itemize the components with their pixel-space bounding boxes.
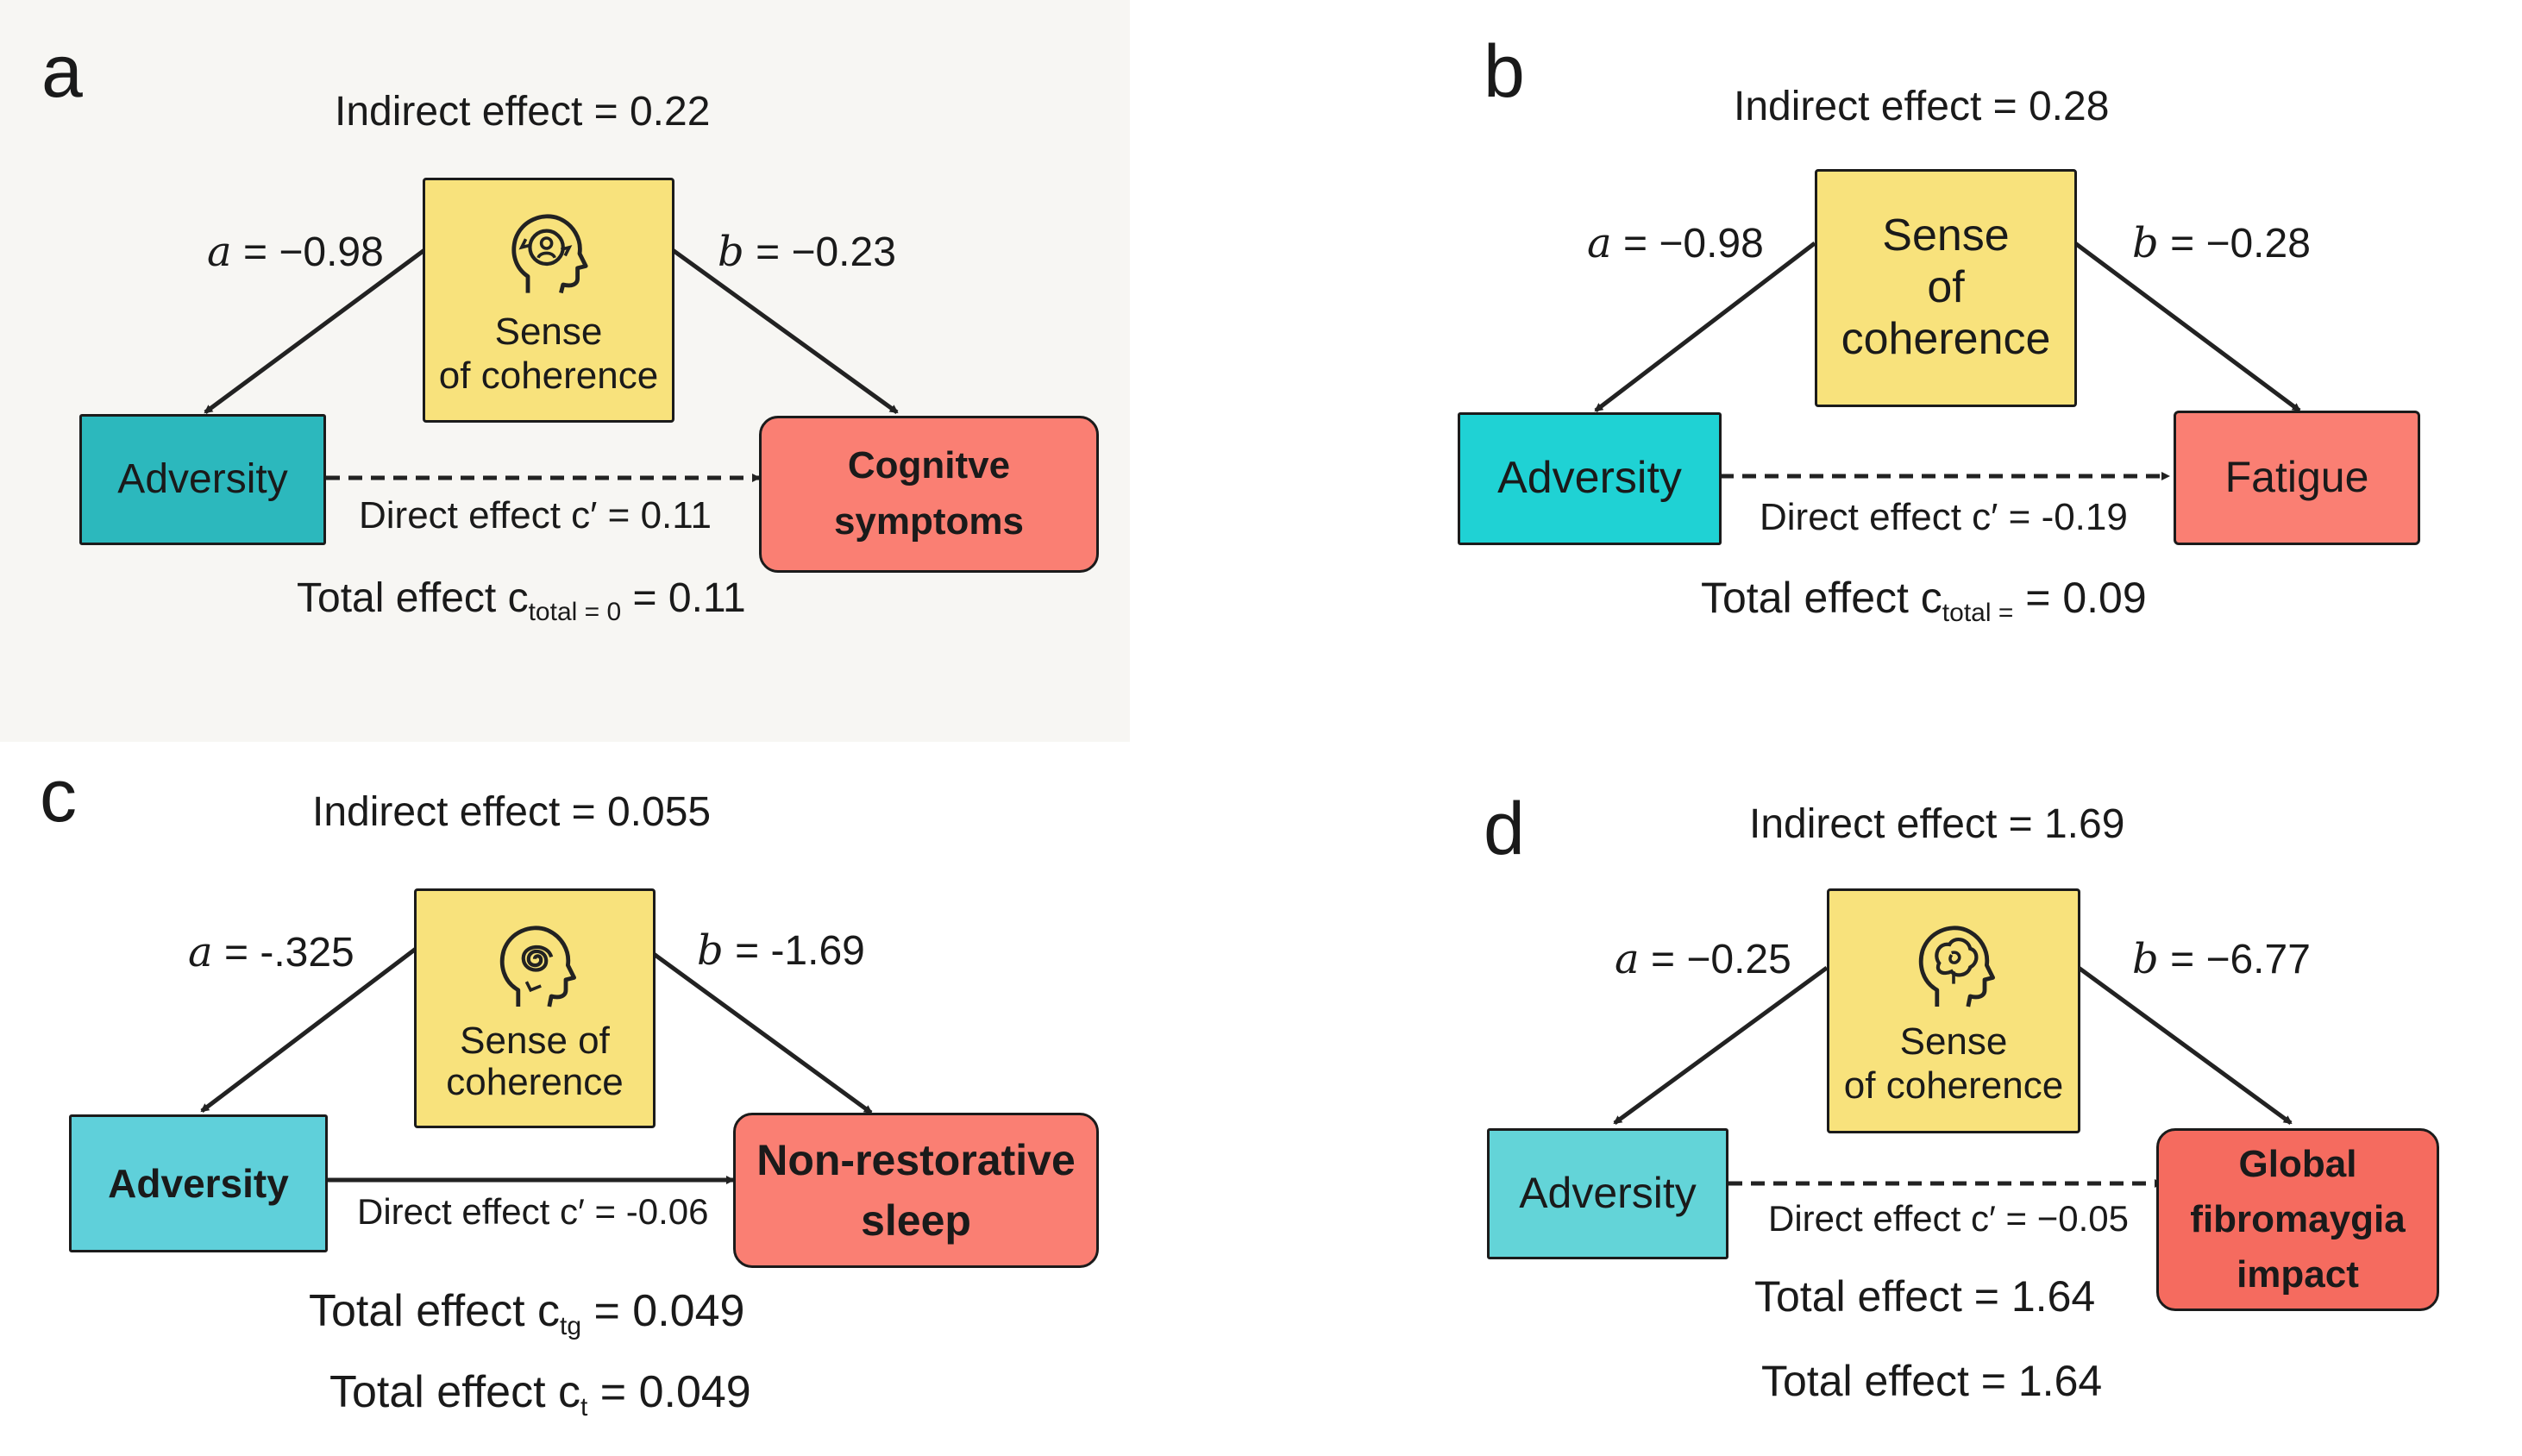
path-a-label: a = −0.25 xyxy=(1615,935,1791,983)
indirect-effect-label: Indirect effect = 1.69 xyxy=(1749,801,2125,847)
outcome-line-1: Cognitve xyxy=(847,444,1011,487)
path-a-arrow xyxy=(1613,965,1829,1126)
path-a-arrow xyxy=(204,248,426,415)
path-b-label: b = −0.28 xyxy=(2132,219,2311,267)
head-brain-icon xyxy=(1918,926,1995,1007)
panel-a-arrows xyxy=(204,248,899,482)
direct-effect-label: Direct effect c′ = 0.11 xyxy=(359,494,712,537)
path-b-label: b = -1.69 xyxy=(697,926,865,975)
path-a-label: a = −0.98 xyxy=(1587,219,1764,267)
mediator-node: Sense of coherence xyxy=(1827,888,2080,1133)
total-effect-label: Total effect ctotal = = 0.09 xyxy=(1701,574,2147,627)
path-b-arrow xyxy=(2077,965,2293,1126)
total-effect-label: Total effect ctotal = 0 = 0.11 xyxy=(297,575,746,626)
mediator-line-1: Sense xyxy=(494,311,603,354)
outcome-line-1: Global xyxy=(2238,1143,2357,1186)
mediator-node: Sense of coherence xyxy=(423,178,674,423)
mediator-line-1: Sense xyxy=(1899,1020,2008,1064)
direct-effect-label: Direct effect c′ = -0.19 xyxy=(1760,496,2128,538)
outcome-line-2: symptoms xyxy=(833,500,1025,543)
head-cycle-icon xyxy=(511,214,588,294)
direct-effect-label: Direct effect c′ = -0.06 xyxy=(357,1191,709,1232)
panel-a: a Indirect effect = 0.22 a = −0.98 b = −… xyxy=(0,0,1130,742)
outcome-node: Global fibromaygia impact xyxy=(2156,1128,2439,1311)
mediator-node: Sense of coherence xyxy=(414,888,656,1128)
outcome-node: Cognitve symptoms xyxy=(759,416,1099,573)
panel-letter: d xyxy=(1484,788,1525,870)
path-b-arrow xyxy=(671,248,899,415)
outcome-node: Non-restorative sleep xyxy=(733,1113,1099,1268)
total-effect-label-1: Total effect = 1.64 xyxy=(1754,1272,2096,1321)
head-spiral-icon xyxy=(499,926,576,1007)
mediator-line-2: of xyxy=(1927,262,1965,313)
total-effect-label-2: Total effect ct = 0.049 xyxy=(329,1367,751,1421)
mediator-line-2: of coherence xyxy=(1843,1064,2064,1107)
panel-d: d Indirect effect = 1.69 a = −0.25 b = −… xyxy=(1389,742,2522,1456)
path-b-label: b = −0.23 xyxy=(718,228,896,276)
panel-letter: b xyxy=(1484,30,1525,113)
path-b-label: b = −6.77 xyxy=(2132,935,2311,983)
panel-c: c Indirect effect = 0.055 a = -.325 b = … xyxy=(0,742,1259,1456)
indirect-effect-label: Indirect effect = 0.055 xyxy=(312,789,712,835)
outcome-line-1: Fatigue xyxy=(2224,453,2369,502)
adversity-node: Adversity xyxy=(1487,1128,1728,1259)
total-effect-label-2: Total effect = 1.64 xyxy=(1761,1357,2103,1405)
outcome-line-2: sleep xyxy=(861,1196,971,1245)
panel-letter: a xyxy=(41,30,83,113)
outcome-line-2: fibromaygia xyxy=(2190,1198,2406,1241)
mediator-line-3: coherence xyxy=(1841,313,2051,364)
indirect-effect-label: Indirect effect = 0.28 xyxy=(1734,84,2110,129)
path-a-arrow xyxy=(1594,242,1816,412)
mediator-line-2: of coherence xyxy=(438,355,659,397)
adversity-node: Adversity xyxy=(1458,412,1722,545)
adversity-node: Adversity xyxy=(69,1114,328,1252)
indirect-effect-label: Indirect effect = 0.22 xyxy=(335,89,711,135)
mediator-line-1: Sense of xyxy=(460,1019,610,1062)
path-b-arrow xyxy=(652,951,873,1115)
panel-letter: c xyxy=(40,755,77,838)
adversity-node: Adversity xyxy=(79,414,326,545)
panel-d-arrows xyxy=(1613,965,2293,1188)
path-b-arrow xyxy=(2073,241,2301,413)
panel-c-arrows xyxy=(200,947,873,1184)
path-a-label: a = -.325 xyxy=(188,928,354,976)
mediator-node: Sense of coherence xyxy=(1815,169,2077,407)
panel-b: b Indirect effect = 0.28 a = −0.98 b = −… xyxy=(1389,0,2522,742)
path-a-arrow xyxy=(200,947,417,1113)
path-a-label: a = −0.98 xyxy=(207,228,384,276)
outcome-line-1: Non-restorative xyxy=(756,1136,1076,1184)
outcome-line-3: impact xyxy=(2237,1252,2359,1296)
mediator-line-2: coherence xyxy=(446,1061,624,1103)
mediator-line-1: Sense xyxy=(1882,210,2010,261)
panel-b-arrows xyxy=(1594,241,2301,480)
total-effect-label-1: Total effect ctg = 0.049 xyxy=(309,1286,745,1340)
outcome-node: Fatigue xyxy=(2174,411,2420,545)
direct-effect-label: Direct effect c′ = −0.05 xyxy=(1768,1198,2129,1239)
